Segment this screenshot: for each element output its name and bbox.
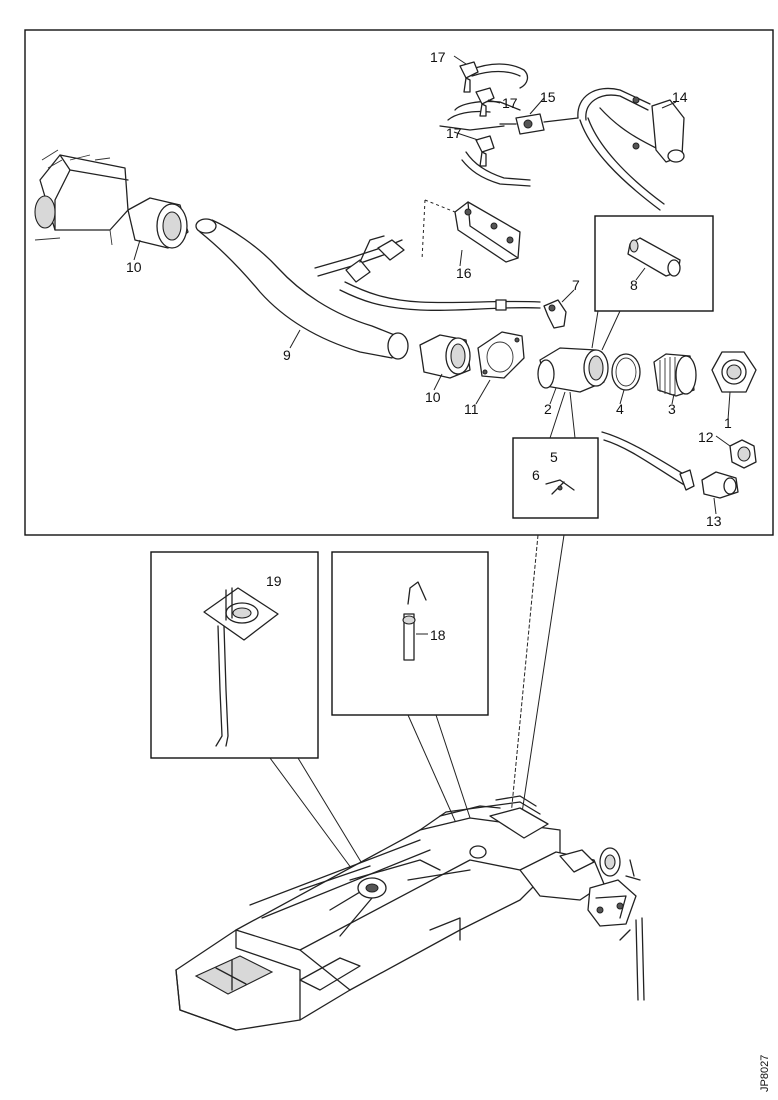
body-fragment [34, 149, 129, 246]
filler-hose [195, 218, 409, 360]
callout-1: 1 [724, 415, 732, 431]
callout-16: 16 [456, 265, 472, 281]
fuel-tank [175, 795, 561, 1031]
callout-3: 3 [668, 401, 676, 417]
drawing-code: JP8027 [759, 1055, 771, 1092]
hose-sleeve-lower [419, 334, 471, 379]
callout-11: 11 [464, 401, 479, 417]
callout-8: 8 [630, 277, 638, 293]
callout-12: 12 [698, 429, 714, 445]
callout-18: 18 [430, 627, 446, 643]
gasket-plate [477, 331, 525, 379]
connector-13 [701, 471, 739, 499]
callout-7: 7 [572, 277, 580, 293]
clip-part [545, 479, 575, 495]
callout-10-upper: 10 [126, 259, 142, 275]
callout-17-c: 17 [446, 125, 462, 141]
nozzle-part [627, 237, 681, 277]
callout-labels: 1 2 3 4 5 6 7 8 9 10 10 11 12 13 14 15 1… [126, 49, 732, 643]
callout-15: 15 [540, 89, 556, 105]
hose-sleeve-upper [127, 197, 189, 249]
callout-10-lower: 10 [425, 389, 441, 405]
threaded-insert [653, 353, 697, 397]
callout-9: 9 [283, 347, 291, 363]
callout-2: 2 [544, 401, 552, 417]
pump-cluster [519, 847, 645, 1001]
check-valve [499, 113, 579, 135]
callout-leaders-main [133, 55, 731, 515]
valve-bracket [421, 199, 521, 263]
o-ring [611, 353, 641, 391]
vent-elbow [543, 299, 567, 329]
vent-line [314, 235, 541, 312]
connector-12 [729, 439, 757, 469]
callout-5: 5 [550, 449, 558, 465]
detail-box-19 [150, 551, 319, 759]
callout-4: 4 [616, 401, 624, 417]
callout-14: 14 [672, 89, 688, 105]
detail-box-5-6 [512, 437, 599, 519]
sensor-18 [402, 581, 427, 661]
callout-13: 13 [706, 513, 722, 529]
vent-hose-loop [577, 87, 685, 211]
filler-cap [711, 351, 757, 393]
filler-neck [537, 347, 609, 393]
callout-17-a: 17 [430, 49, 446, 65]
fuel-sender-19 [203, 587, 279, 747]
callout-17-b: 17 [502, 95, 518, 111]
callout-6: 6 [532, 467, 540, 483]
callout-19: 19 [266, 573, 282, 589]
drain-pipe [601, 431, 695, 491]
